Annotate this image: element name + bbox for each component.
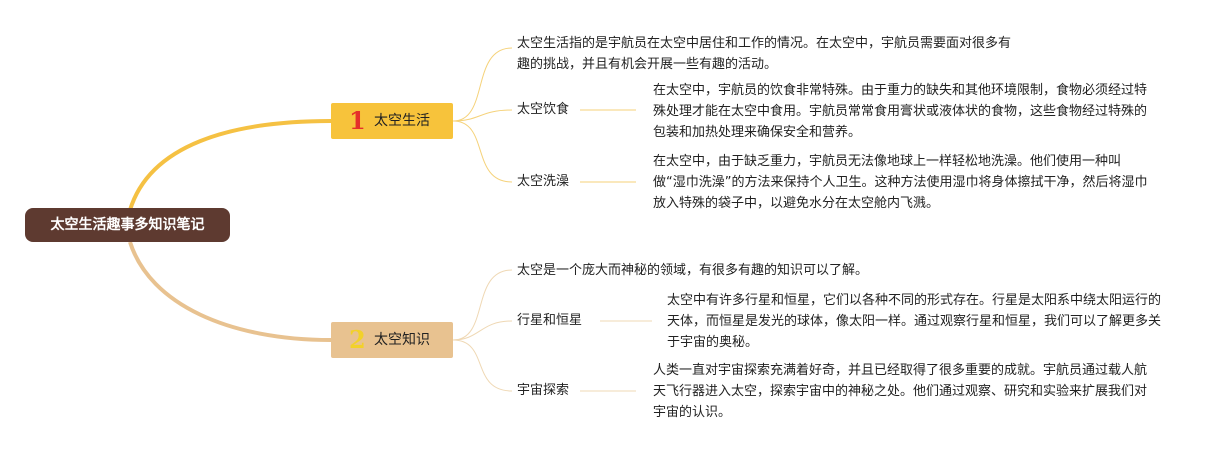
branch-space-knowledge[interactable]: 2 太空知识 <box>331 322 453 358</box>
topic-text-space-exploration: 人类一直对宇宙探索充满着好奇，并且已经取得了很多重要的成就。宇航员通过载人航天飞… <box>653 363 1148 420</box>
branch-number: 1 <box>349 106 366 135</box>
topic-label-space-exploration[interactable]: 宇宙探索 <box>517 383 570 398</box>
topic-label-planets-stars[interactable]: 行星和恒星 <box>517 313 583 328</box>
topic-text-planets-stars: 太空中有许多行星和恒星，它们以各种不同的形式存在。行星是太阳系中绕太阳运行的天体… <box>667 293 1162 350</box>
topic-text-space-bath: 在太空中，由于缺乏重力，宇航员无法像地球上一样轻松地洗澡。他们使用一种叫做“湿巾… <box>653 154 1148 211</box>
branch-number: 2 <box>349 325 366 354</box>
branch-label: 太空生活 <box>374 113 430 129</box>
branch-label: 太空知识 <box>374 332 430 348</box>
intro-text: 太空生活指的是宇航员在太空中居住和工作的情况。在太空中，宇航员需要面对很多有趣的… <box>517 36 1012 72</box>
root-topic[interactable]: 太空生活趣事多知识笔记 <box>25 208 230 242</box>
root-title: 太空生活趣事多知识笔记 <box>50 217 205 233</box>
topic-text-space-food: 在太空中，宇航员的饮食非常特殊。由于重力的缺失和其他环境限制，食物必须经过特殊处… <box>653 83 1148 140</box>
branch-space-life[interactable]: 1 太空生活 <box>331 103 453 139</box>
topic-label-space-bath[interactable]: 太空洗澡 <box>517 174 570 189</box>
topic-label-space-food[interactable]: 太空饮食 <box>517 102 570 117</box>
intro-text: 太空是一个庞大而神秘的领域，有很多有趣的知识可以了解。 <box>517 263 869 278</box>
